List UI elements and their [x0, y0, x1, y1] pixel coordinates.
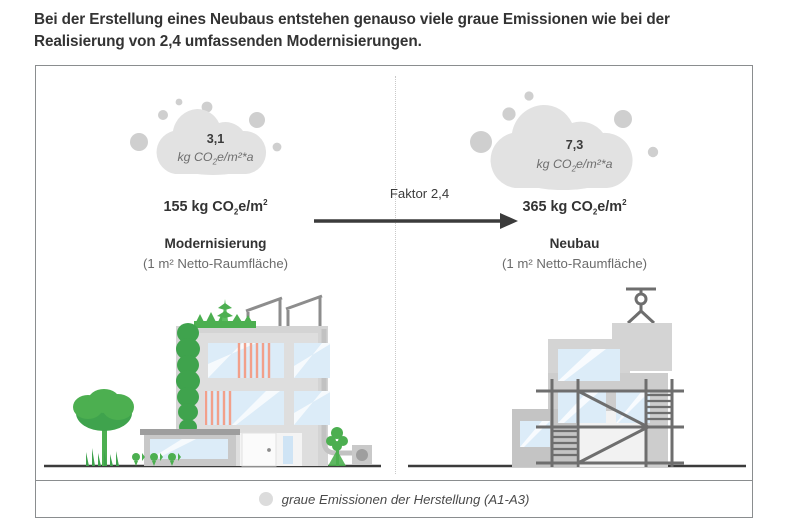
column-modernisierung: 3,1 kg CO2e/m²*a 155 kg CO2e/m2 Modernis…	[36, 66, 395, 480]
cloud-value-neubau: 7,3	[565, 138, 584, 152]
cloud-unit-neubau: kg CO2e/m²*a	[536, 157, 613, 174]
green-roof-icon	[194, 299, 256, 328]
gray-circle-icon	[258, 492, 273, 506]
scaffolding-icon	[536, 379, 684, 467]
door-handle	[267, 448, 271, 452]
total-modernisierung: 155 kg CO2e/m2	[163, 198, 268, 217]
sun-louvers-icon	[237, 343, 271, 378]
sublabel-neubau: (1 m² Netto-Raumfläche)	[501, 256, 648, 271]
factor-label: Faktor 2,4	[389, 186, 450, 201]
cloud-unit-modernisierung: kg CO2e/m²*a	[177, 150, 254, 167]
renovated-building-illustration	[73, 294, 372, 467]
cloud-modernisierung: 3,1 kg CO2e/m²*a	[36, 80, 395, 195]
comparison-panel: 3,1 kg CO2e/m²*a 155 kg CO2e/m2 Modernis…	[36, 66, 752, 481]
emission-cloud-large-icon	[469, 91, 658, 190]
sublabel-modernisierung: (1 m² Netto-Raumfläche)	[142, 256, 289, 271]
window	[294, 391, 330, 425]
shrub-icon	[326, 427, 348, 466]
label-neubau: Neubau	[549, 236, 600, 251]
label-modernisierung: Modernisierung	[164, 236, 267, 251]
column-divider	[395, 76, 396, 474]
arrow-right-icon	[314, 213, 518, 229]
illustrations-scene	[44, 287, 746, 468]
scaffold-ladder-icon	[553, 393, 672, 457]
infographic-frame: 3,1 kg CO2e/m²*a 155 kg CO2e/m2 Modernis…	[35, 65, 753, 518]
emission-cloud-small-icon	[129, 98, 281, 175]
new-construction-illustration	[512, 287, 684, 467]
sun-louvers-icon	[204, 391, 232, 425]
total-neubau: 365 kg CO2e/m2	[522, 198, 627, 217]
crane-hook-icon	[626, 287, 656, 325]
column-neubau: 7,3 kg CO2e/m²*a 365 kg CO2e/m2 Neubau (…	[395, 66, 752, 480]
cloud-value-modernisierung: 3,1	[206, 132, 225, 146]
cloud-neubau: 7,3 kg CO2e/m²*a	[395, 80, 752, 195]
sidelight-window	[283, 436, 293, 464]
legend-row: graue Emissionen der Herstellung (A1-A3)	[36, 481, 752, 517]
grass-icon	[86, 448, 119, 466]
legend-label: graue Emissionen der Herstellung (A1-A3)	[281, 491, 530, 507]
window	[294, 343, 330, 378]
solar-panels-icon	[245, 294, 323, 326]
factor-arrow-group: Faktor 2,4	[312, 186, 527, 236]
flowers-icon	[132, 453, 181, 466]
door	[241, 432, 277, 467]
tree-icon	[73, 389, 134, 466]
page-title: Bei der Erstellung eines Neubaus entsteh…	[34, 11, 670, 50]
